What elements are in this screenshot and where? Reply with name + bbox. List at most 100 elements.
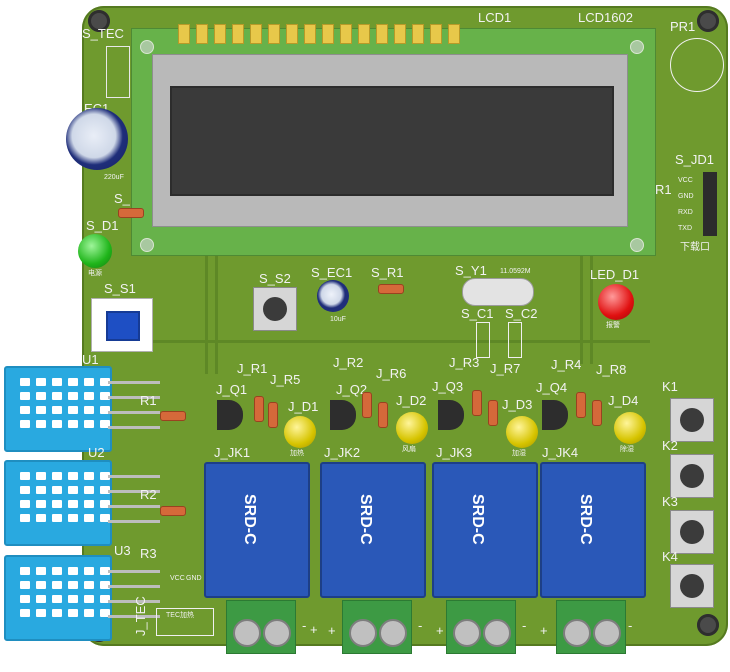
dht-sensor-u3 <box>4 555 112 641</box>
reset-button[interactable] <box>253 287 297 331</box>
relay-model-text: SRD-C <box>241 494 258 545</box>
crystal <box>462 278 534 306</box>
ch3-d-label: J_D3 <box>502 397 533 412</box>
resistor <box>576 392 586 418</box>
k4-label: K4 <box>662 549 678 564</box>
ch4-terminal[interactable] <box>556 600 626 654</box>
plus-sign: + <box>540 623 548 638</box>
resistor <box>472 390 482 416</box>
alarm-led <box>598 284 634 320</box>
jd1-label: S_JD1 <box>675 152 715 167</box>
tec-label: S_TEC <box>82 26 124 41</box>
r3-sensor-label: R3 <box>140 546 157 561</box>
pr-label: PR1 <box>670 19 696 34</box>
ch1-r-top-label: J_R1 <box>237 361 268 376</box>
ch4-relay: SRD-C <box>540 462 646 598</box>
resistor <box>488 400 498 426</box>
resistor <box>160 411 186 421</box>
ch4-jk-label: J_JK4 <box>542 445 579 460</box>
ch4-r-label: J_R8 <box>596 362 627 377</box>
ch2-led-text: 风扇 <box>402 446 416 453</box>
gnd-label: GND <box>186 575 202 582</box>
resistor <box>268 402 278 428</box>
relay-model-text: SRD-C <box>469 494 486 545</box>
ch1-jk-label: J_JK1 <box>214 445 251 460</box>
minus-sign: - <box>522 618 527 633</box>
key-k1-button[interactable] <box>670 398 714 442</box>
s2-label: S_S2 <box>259 271 291 286</box>
jd-pin-txd: TXD <box>678 225 692 232</box>
r1-sensor-label: R1 <box>140 393 157 408</box>
sensor-lead <box>108 520 160 523</box>
ch3-terminal[interactable] <box>446 600 516 654</box>
trace <box>590 254 593 364</box>
relay-model-text: SRD-C <box>577 494 594 545</box>
lcd-mount-hole <box>630 40 644 54</box>
ch3-r-top-label: J_R3 <box>449 355 480 370</box>
r2-sensor-label: R2 <box>140 487 157 502</box>
mounting-hole <box>697 10 719 32</box>
ch1-led-text: 加热 <box>290 450 304 457</box>
c2-label: S_C2 <box>505 306 538 321</box>
alarm-led-text: 报警 <box>606 322 620 329</box>
u3-label: U3 <box>114 543 131 558</box>
key-k4-button[interactable] <box>670 564 714 608</box>
power-switch[interactable] <box>91 298 153 352</box>
sensor-lead <box>108 411 160 414</box>
lcd-model-label: LCD1602 <box>578 10 633 25</box>
photoresistor <box>670 38 724 92</box>
ec1-value: 10uF <box>330 316 346 323</box>
download-header <box>703 172 717 236</box>
ch1-r-label: J_R5 <box>270 372 301 387</box>
ch2-transistor <box>330 400 356 430</box>
resistor <box>592 400 602 426</box>
ch3-led <box>506 416 538 448</box>
minus-sign: - <box>418 618 423 633</box>
sensor-lead <box>108 490 160 493</box>
lcd-pin-header <box>178 24 460 44</box>
lcd-mount-hole <box>140 40 154 54</box>
sensor-lead <box>108 600 160 603</box>
key-k3-button[interactable] <box>670 510 714 554</box>
ch1-led <box>284 416 316 448</box>
power-switch-knob[interactable] <box>106 311 140 341</box>
k1-label: K1 <box>662 379 678 394</box>
trace <box>150 340 650 343</box>
power-led-text: 电源 <box>88 270 102 277</box>
sensor-lead <box>108 585 160 588</box>
sensor-lead <box>108 505 160 508</box>
sensor-lead <box>108 426 160 429</box>
ec1-label: S_EC1 <box>311 265 353 280</box>
ch1-relay: SRD-C <box>204 462 310 598</box>
jd-pin-gnd: GND <box>678 193 694 200</box>
sensor-lead <box>108 570 160 573</box>
resistor <box>118 208 144 218</box>
plus-sign: + <box>328 623 336 638</box>
lcd-screen <box>170 86 614 196</box>
ch1-d-label: J_D1 <box>288 399 319 414</box>
ch3-relay: SRD-C <box>432 462 538 598</box>
ch3-r-label: J_R7 <box>490 361 521 376</box>
ch3-q-label: J_Q3 <box>432 379 464 394</box>
power-led <box>78 234 112 268</box>
k3-label: K3 <box>662 494 678 509</box>
mounting-hole <box>88 10 110 32</box>
ch1-terminal[interactable] <box>226 600 296 654</box>
trace <box>580 254 583 364</box>
j-tec-label: J_TEC <box>133 596 148 636</box>
j-tec-note: TEC加热 <box>166 612 194 619</box>
ch2-led <box>396 412 428 444</box>
y1-label: S_Y1 <box>455 263 487 278</box>
ch2-d-label: J_D2 <box>396 393 427 408</box>
trace <box>215 254 218 374</box>
sensor-lead <box>108 615 160 618</box>
minus-sign: - <box>628 618 633 633</box>
key-k2-button[interactable] <box>670 454 714 498</box>
ch2-r-top-label: J_R2 <box>333 355 364 370</box>
resistor <box>160 506 186 516</box>
u1-label: U1 <box>82 352 99 367</box>
ch2-relay: SRD-C <box>320 462 426 598</box>
ch3-transistor <box>438 400 464 430</box>
ch1-q-label: J_Q1 <box>216 382 248 397</box>
ch2-terminal[interactable] <box>342 600 412 654</box>
